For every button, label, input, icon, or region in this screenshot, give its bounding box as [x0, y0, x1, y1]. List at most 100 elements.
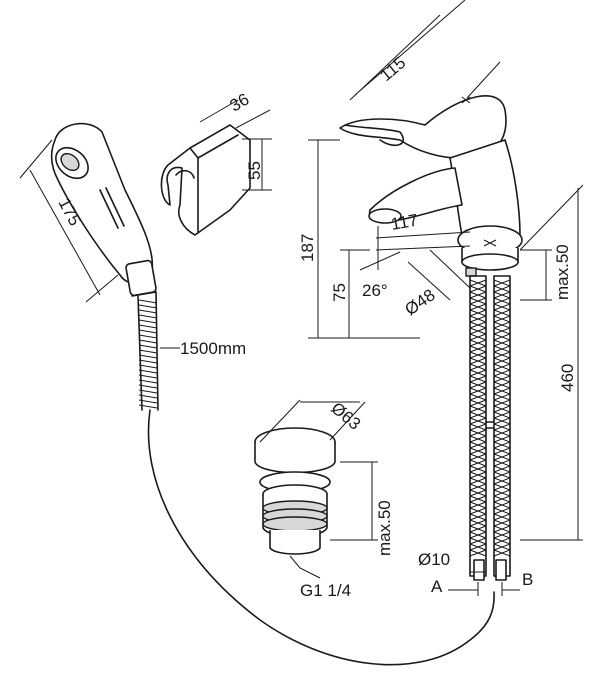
hose-braid: [493, 489, 511, 497]
hose-coil: [138, 404, 158, 409]
faucet-hoses: [469, 275, 511, 581]
hose-braid: [493, 447, 511, 455]
label-angle: 26°: [362, 281, 388, 300]
hose-coil: [138, 359, 158, 364]
hose-coil: [138, 344, 158, 349]
hose-braid: [493, 345, 511, 353]
hose-braid: [469, 399, 487, 407]
hose-braid: [493, 351, 511, 359]
hose-braid: [493, 531, 511, 539]
hose-braid: [469, 417, 487, 425]
hose-braid: [469, 381, 487, 389]
hose-braid: [469, 453, 487, 461]
label-conn-a: A: [431, 577, 443, 596]
hose-braid: [469, 429, 487, 437]
pop-up-waste: [254, 427, 336, 579]
hose-braid: [493, 327, 511, 335]
hose-braid: [493, 303, 511, 311]
hose-braid: [493, 291, 511, 299]
hose-braid: [493, 549, 511, 557]
hose-coil: [138, 374, 158, 379]
hose-coil: [138, 309, 158, 314]
hose-braid: [493, 495, 511, 503]
hose-braid: [469, 513, 487, 521]
hose-braid: [493, 411, 511, 419]
hose-braid: [493, 471, 511, 479]
label-spout-height: 75: [330, 283, 349, 302]
hose-braid: [493, 507, 511, 515]
hose-braid: [493, 465, 511, 473]
hose-braid: [493, 537, 511, 545]
hose-coil: [138, 304, 158, 309]
hose-braid: [493, 315, 511, 323]
hose-braid: [493, 441, 511, 449]
hose-braid: [493, 399, 511, 407]
hose-braid: [469, 375, 487, 383]
hose-braid: [469, 309, 487, 317]
hose-coil: [138, 364, 158, 369]
label-holder-height: 55: [245, 161, 264, 180]
hose-coil: [138, 339, 158, 344]
hose-braid: [469, 291, 487, 299]
hose-braid: [469, 537, 487, 545]
hose-braid: [493, 279, 511, 287]
faucet: [339, 95, 523, 277]
hose-braid: [469, 357, 487, 365]
hose-braid: [469, 441, 487, 449]
hose-coil: [138, 334, 158, 339]
hose-braid: [469, 423, 487, 431]
hose-coil: [138, 354, 158, 359]
hose-coil: [138, 369, 158, 374]
hose-braid: [469, 435, 487, 443]
hose-braid: [469, 477, 487, 485]
hose-braid: [469, 297, 487, 305]
hose-braid: [469, 405, 487, 413]
hose-braid: [469, 489, 487, 497]
hose-coil: [138, 299, 158, 304]
hose-braid: [493, 483, 511, 491]
hose-braid: [493, 417, 511, 425]
hose-braid: [493, 525, 511, 533]
hose-braid: [469, 387, 487, 395]
label-thread: G1 1/4: [300, 581, 351, 600]
hose-coil: [138, 324, 158, 329]
hose-braid: [469, 525, 487, 533]
hose-braid: [469, 369, 487, 377]
hose-braid: [469, 459, 487, 467]
hose-braid: [469, 543, 487, 551]
hose-braid: [493, 435, 511, 443]
hose-braid: [469, 315, 487, 323]
hose-braid: [469, 363, 487, 371]
hose-braid: [469, 411, 487, 419]
hose-braid: [469, 333, 487, 341]
hose-braid: [469, 279, 487, 287]
hose-coil: [138, 319, 158, 324]
label-pipe-diameter: Ø10: [418, 550, 450, 569]
hose-braid: [493, 369, 511, 377]
hose-braid: [493, 477, 511, 485]
label-waste-max: max.50: [375, 500, 394, 556]
hose-braid: [493, 333, 511, 341]
label-spout-reach: 117: [389, 211, 419, 234]
hose-braid: [493, 429, 511, 437]
hose-braid: [493, 393, 511, 401]
hose-braid: [469, 321, 487, 329]
hose-braid: [493, 387, 511, 395]
hose-braid: [469, 345, 487, 353]
shower-hose: [137, 291, 495, 666]
hose-braid: [493, 519, 511, 527]
label-faucet-height: 187: [298, 234, 317, 262]
wall-holder: [160, 124, 251, 236]
hose-braid: [469, 351, 487, 359]
hose-braid: [469, 549, 487, 557]
hose-braid: [493, 375, 511, 383]
label-faucet-width: 115: [376, 53, 409, 85]
hose-braid: [493, 339, 511, 347]
label-waste-diameter: Ø63: [327, 399, 364, 434]
label-hose: 1500mm: [180, 339, 246, 358]
hose-braid: [469, 519, 487, 527]
hose-braid: [493, 309, 511, 317]
hose-braid: [493, 357, 511, 365]
